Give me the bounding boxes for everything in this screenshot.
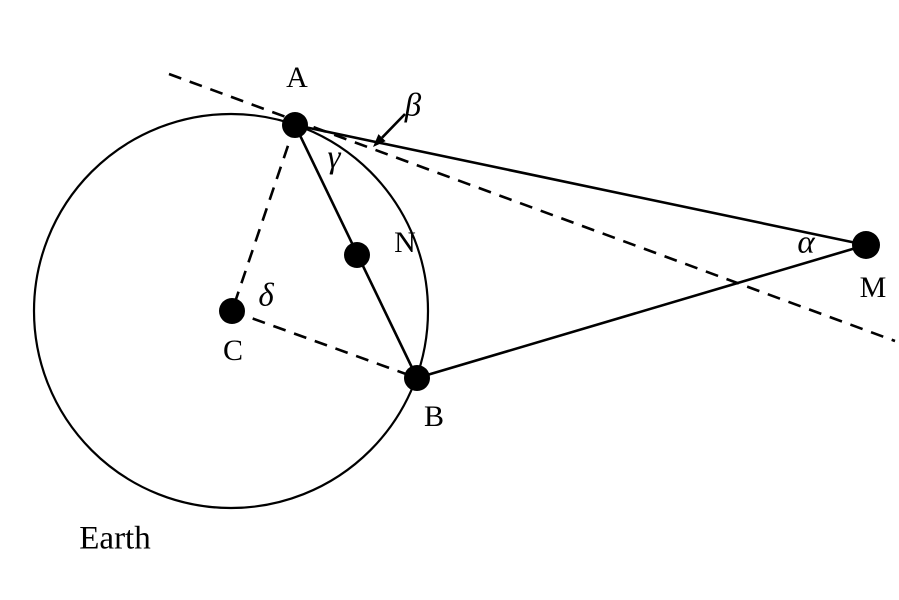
- label-point-N: N: [394, 226, 416, 259]
- label-earth: Earth: [79, 520, 151, 557]
- earth-circle: [32, 112, 430, 510]
- point-N-dot: [344, 242, 370, 268]
- label-point-A: A: [286, 61, 308, 94]
- label-angle-delta: δ: [258, 277, 274, 314]
- horizon-tangent-line-at-A: [168, 72, 896, 343]
- line-C-B: [231, 309, 418, 380]
- label-angle-beta: β: [404, 87, 422, 124]
- beta-pointer-arrow-head: [373, 134, 386, 147]
- line-B-M: [415, 243, 868, 380]
- label-point-B: B: [423, 400, 445, 433]
- beta-pointer-arrow-shaft: [381, 113, 406, 139]
- label-angle-alpha: α: [797, 224, 815, 261]
- line-A-M: [293, 123, 868, 247]
- point-C-dot: [219, 298, 245, 324]
- label-angle-gamma: γ: [327, 139, 341, 176]
- point-M-dot: [852, 231, 880, 259]
- label-point-C: C: [222, 334, 244, 367]
- point-B-dot: [404, 365, 430, 391]
- point-A-dot: [282, 112, 308, 138]
- label-point-M: M: [859, 271, 887, 304]
- line-A-C: [230, 124, 297, 312]
